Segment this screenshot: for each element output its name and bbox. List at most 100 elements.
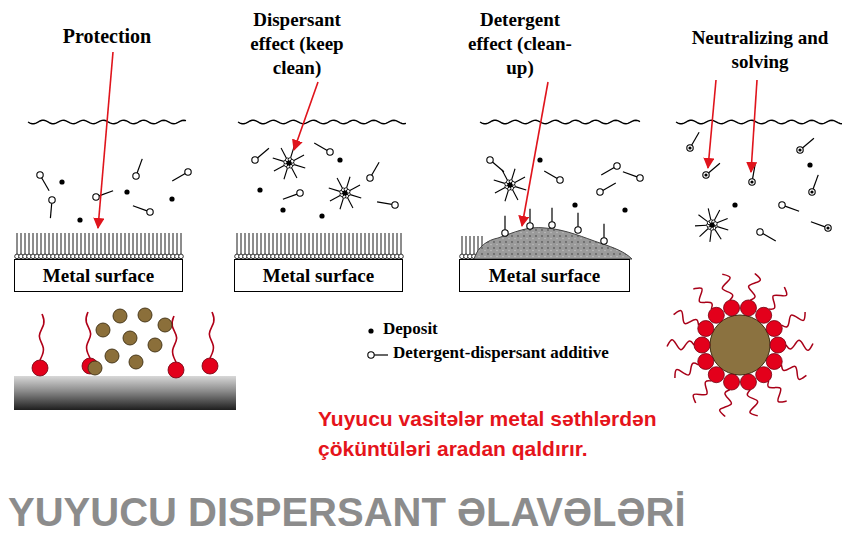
adsorbed-tail (345, 233, 346, 254)
adsorbed-tail (377, 233, 378, 254)
additive-head (825, 225, 831, 231)
adsorbed-tail (389, 233, 390, 254)
micelle-tail (292, 168, 297, 178)
additive-head (703, 172, 709, 178)
legend-additive-tail (374, 354, 388, 355)
caption: Yuyucu vasitələr metal səthlərdən çökünt… (318, 404, 718, 465)
additive-tail (314, 143, 327, 151)
additive-tail (802, 138, 813, 148)
micelle-head-red (698, 321, 714, 337)
micelle-tail (708, 208, 711, 219)
neutralized-deposit (798, 148, 801, 151)
additive-tail (763, 234, 776, 242)
micelle-tail-red (749, 274, 761, 301)
additive-head (575, 227, 581, 233)
adsorbed-tail (470, 236, 471, 254)
deposit-particle (138, 308, 152, 322)
additive-tail (577, 213, 578, 227)
deposit-dot (537, 157, 542, 162)
adsorbed-tail (269, 233, 270, 254)
adsorbed-tail (121, 233, 122, 254)
additive-tail (133, 206, 147, 211)
panel-heading: Protection (27, 24, 187, 49)
deposit-dot (77, 217, 82, 222)
micelle-tail-red (769, 287, 787, 309)
adsorbed-tail (21, 233, 22, 254)
node-text: Metal surface (489, 265, 600, 287)
adsorbed-tail (293, 233, 294, 254)
adsorbed-tail (317, 233, 318, 254)
adsorbed-tail (393, 233, 394, 254)
adsorbed-tail (29, 233, 30, 254)
additive-tail-red (172, 316, 177, 362)
adsorbed-tail (285, 233, 286, 254)
micelle-tail-red (674, 311, 699, 325)
adsorbed-tail (265, 233, 266, 254)
deposit-dot (59, 179, 64, 184)
additive-tail (544, 171, 557, 179)
adsorbed-tail (401, 233, 402, 254)
adsorbed-tail (305, 233, 306, 254)
adsorbed-tail (241, 233, 242, 254)
node-text: Metal surface (263, 265, 374, 287)
adsorbed-tail (381, 233, 382, 254)
red-pointer-arrow (98, 52, 113, 228)
additive-tail-red (209, 312, 214, 358)
micelle-tail (347, 177, 350, 188)
deposit-particle (105, 349, 119, 363)
adsorbed-head (399, 254, 404, 259)
deposit-particle (148, 338, 162, 352)
legend-text: Detergent-dispersant additive (393, 343, 609, 362)
neutralized-deposit (750, 180, 753, 183)
drawing (14, 52, 842, 416)
adsorbed-tail (333, 233, 334, 254)
adsorbed-tail (17, 233, 18, 254)
adsorbed-tail (237, 233, 238, 254)
adsorbed-tail (257, 233, 258, 254)
adsorbed-tail (69, 233, 70, 254)
legend-deposit-sample (368, 328, 373, 333)
micelle-head-red (698, 353, 714, 369)
adsorbed-tail (61, 233, 62, 254)
micelle-head-red (766, 321, 782, 337)
micelle-tail (513, 190, 518, 200)
micelle-tail (350, 185, 360, 190)
adsorbed-tail (277, 233, 278, 254)
deposit-layer (474, 228, 632, 259)
metal-surface-box: Metal surface (234, 259, 403, 292)
micelle-head-red (740, 300, 756, 316)
adsorbed-tail (161, 233, 162, 254)
adsorbed-tail (329, 233, 330, 254)
micelle-tail (515, 177, 525, 182)
micelle-tail (698, 215, 707, 222)
adsorbed-tail (49, 233, 50, 254)
deposit-particle (88, 361, 102, 375)
micelle-tail-red (768, 381, 787, 402)
micelle-tail-red (747, 390, 757, 416)
adsorbed-tail (466, 236, 467, 254)
adsorbed-tail (385, 233, 386, 254)
additive-head (392, 202, 398, 208)
additive-head (133, 173, 139, 179)
micelle-tail (715, 210, 720, 220)
adsorbed-tail (169, 233, 170, 254)
adsorbed-tail (57, 233, 58, 254)
deposit-dot (507, 182, 512, 187)
micelle-tail (281, 148, 286, 158)
deposit-dot (572, 202, 577, 207)
micelle-tail (340, 198, 343, 209)
oil-surface-line (676, 120, 842, 124)
title-text: YUYUCU DISPERSANT ƏLAVƏLƏRİ (8, 490, 686, 534)
additive-head (549, 222, 555, 228)
micelle-tail-red (693, 288, 712, 309)
adsorbed-tail (273, 233, 274, 254)
adsorbed-tail (113, 233, 114, 254)
adsorbed-tail (137, 233, 138, 254)
additive-head (809, 189, 815, 195)
micelle-tail (505, 190, 508, 201)
adsorbed-tail (81, 233, 82, 254)
micelle-tail-red (722, 274, 732, 300)
adsorbed-tail (157, 233, 158, 254)
additive-head (597, 189, 603, 195)
